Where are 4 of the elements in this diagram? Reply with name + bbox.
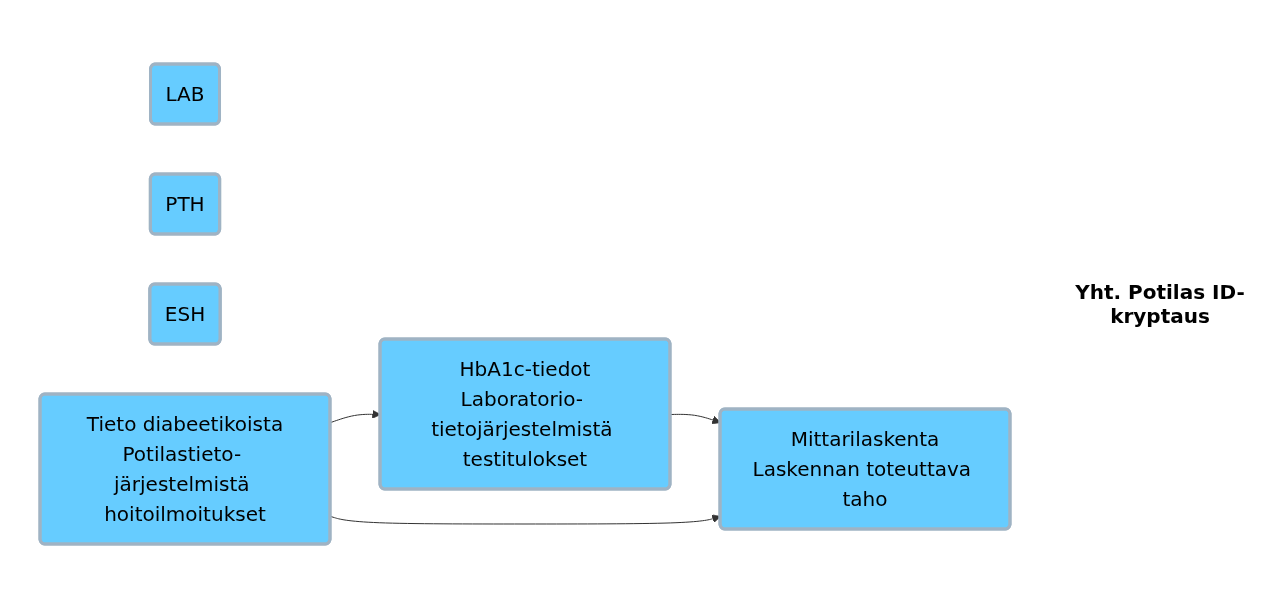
arrow [330,409,381,424]
arrow [670,413,721,425]
arrow [330,514,721,525]
note-text: Yht. Potilas ID-kryptaus [1074,280,1246,328]
